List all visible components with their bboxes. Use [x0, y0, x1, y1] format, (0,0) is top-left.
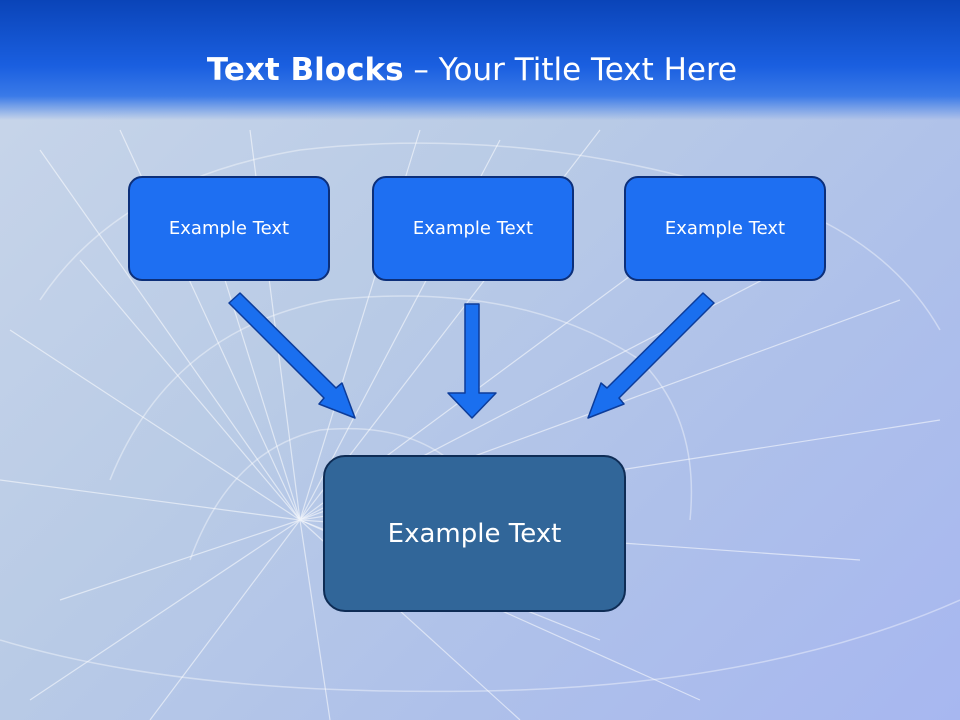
text-block-2: Example Text [372, 176, 574, 281]
text-block-1-label: Example Text [168, 218, 290, 239]
text-block-center: Example Text [323, 455, 626, 612]
arrow-left-icon [228, 292, 356, 419]
text-block-3-label: Example Text [664, 218, 786, 239]
text-block-3: Example Text [624, 176, 826, 281]
arrow-center-icon [447, 303, 497, 419]
title-dash: – [403, 52, 439, 88]
arrow-right-icon [587, 292, 715, 419]
text-block-2-label: Example Text [412, 218, 534, 239]
title-bold-text: Text Blocks [206, 52, 404, 88]
title-bar [0, 0, 960, 120]
title-rest-text: Your Title Text Here [438, 52, 738, 88]
slide-title: Text Blocks – Your Title Text Here [0, 52, 944, 88]
text-block-center-label: Example Text [387, 518, 562, 549]
text-block-1: Example Text [128, 176, 330, 281]
